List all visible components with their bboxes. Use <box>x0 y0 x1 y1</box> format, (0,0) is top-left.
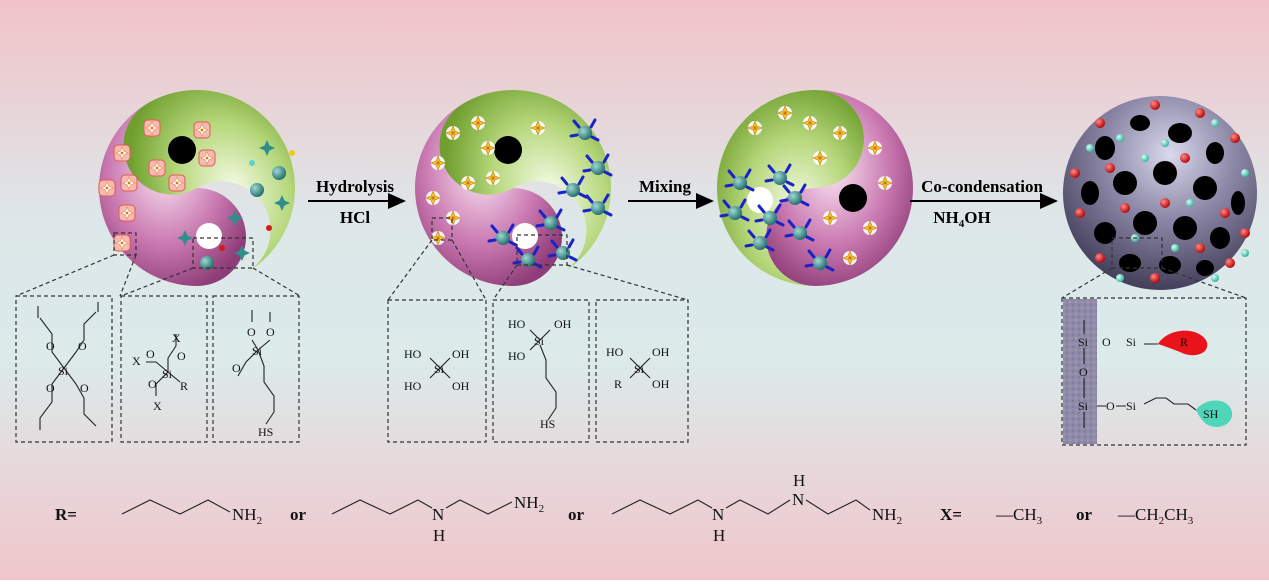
svg-text:O: O <box>247 325 256 339</box>
svg-text:O: O <box>146 347 155 361</box>
svg-text:OH: OH <box>652 345 670 359</box>
svg-text:HO: HO <box>404 347 422 361</box>
svg-text:OH: OH <box>554 317 572 331</box>
svg-text:R: R <box>614 377 622 391</box>
svg-text:O: O <box>46 339 55 353</box>
svg-text:Si: Si <box>534 334 545 348</box>
svg-text:Si: Si <box>1078 399 1089 413</box>
svg-text:OH: OH <box>652 377 670 391</box>
svg-text:N: N <box>432 505 444 524</box>
svg-text:Si: Si <box>252 344 263 358</box>
svg-text:X: X <box>132 354 141 368</box>
substituent-legend: R= NH2 or N H NH2 or N H N H NH2 X= —CH3… <box>55 471 1194 545</box>
teos-structure: Si O O O O <box>15 295 113 443</box>
yinyang-precursors <box>98 90 295 286</box>
svg-text:O: O <box>1079 365 1088 379</box>
x-option-2: —CH2CH3 <box>1117 505 1194 527</box>
x-option-1: —CH3 <box>995 505 1043 527</box>
silicic-acid-structure: Si HO OH HO OH <box>387 299 487 443</box>
svg-text:X: X <box>172 331 181 345</box>
svg-text:N: N <box>712 505 724 524</box>
svg-text:O: O <box>1102 335 1111 349</box>
svg-text:H: H <box>433 526 445 545</box>
svg-text:O: O <box>148 377 157 391</box>
cocondensation-label: Co-condensation <box>921 177 1043 196</box>
svg-text:HS: HS <box>258 425 273 439</box>
hcl-label: HCl <box>340 208 371 227</box>
svg-text:O: O <box>1106 399 1115 413</box>
r-option-1: NH2 <box>232 505 262 527</box>
svg-text:Si: Si <box>58 364 69 378</box>
svg-text:HO: HO <box>404 379 422 393</box>
arrow-cocondensation: Co-condensation NH4OH <box>910 177 1058 230</box>
svg-text:R: R <box>1180 335 1188 349</box>
mesoporous-sphere <box>1063 96 1257 290</box>
or-3: or <box>1076 505 1093 524</box>
svg-text:SH: SH <box>1203 407 1219 421</box>
aminosilane-structure: Si X O O X O X R <box>120 295 208 443</box>
yinyang-mixed <box>717 90 913 286</box>
svg-text:X: X <box>153 399 162 413</box>
svg-text:O: O <box>177 349 186 363</box>
svg-text:HS: HS <box>540 417 555 431</box>
svg-text:HO: HO <box>606 345 624 359</box>
svg-text:OH: OH <box>452 347 470 361</box>
svg-text:H: H <box>793 471 805 490</box>
svg-text:Si: Si <box>1126 399 1137 413</box>
hydrolysis-label: Hydrolysis <box>316 177 394 196</box>
mptms-structure: Si O O O HS <box>212 295 300 443</box>
mixing-label: Mixing <box>639 177 691 196</box>
r-option-3: NH2 <box>872 505 902 527</box>
svg-text:HO: HO <box>508 317 526 331</box>
arrow-mixing: Mixing <box>628 177 714 209</box>
r-option-2: NH2 <box>514 493 544 515</box>
svg-text:OH: OH <box>452 379 470 393</box>
svg-text:O: O <box>78 339 87 353</box>
svg-text:Si: Si <box>1078 335 1089 349</box>
product-surface-structure: Si O Si O Si O Si R SH <box>1061 297 1247 446</box>
yinyang-hydrolyzed <box>415 90 613 286</box>
or-2: or <box>568 505 585 524</box>
svg-text:R: R <box>180 379 188 393</box>
r-label: R= <box>55 505 77 524</box>
svg-text:O: O <box>80 381 89 395</box>
thiol-silanol-structure: Si HO OH HO HS <box>492 299 590 443</box>
or-1: or <box>290 505 307 524</box>
amino-silanol-structure: Si HO OH R OH <box>595 299 689 443</box>
svg-text:O: O <box>266 325 275 339</box>
arrow-hydrolysis: Hydrolysis HCl <box>308 177 406 227</box>
svg-text:N: N <box>792 490 804 509</box>
x-label: X= <box>940 505 962 524</box>
svg-text:O: O <box>232 361 241 375</box>
nh4oh-label: NH4OH <box>933 208 990 230</box>
zoom-guides <box>15 217 1247 301</box>
svg-text:Si: Si <box>434 362 445 376</box>
svg-text:O: O <box>46 381 55 395</box>
svg-text:Si: Si <box>634 362 645 376</box>
svg-text:Si: Si <box>162 367 173 381</box>
svg-text:H: H <box>713 526 725 545</box>
svg-text:Si: Si <box>1126 335 1137 349</box>
svg-text:HO: HO <box>508 349 526 363</box>
